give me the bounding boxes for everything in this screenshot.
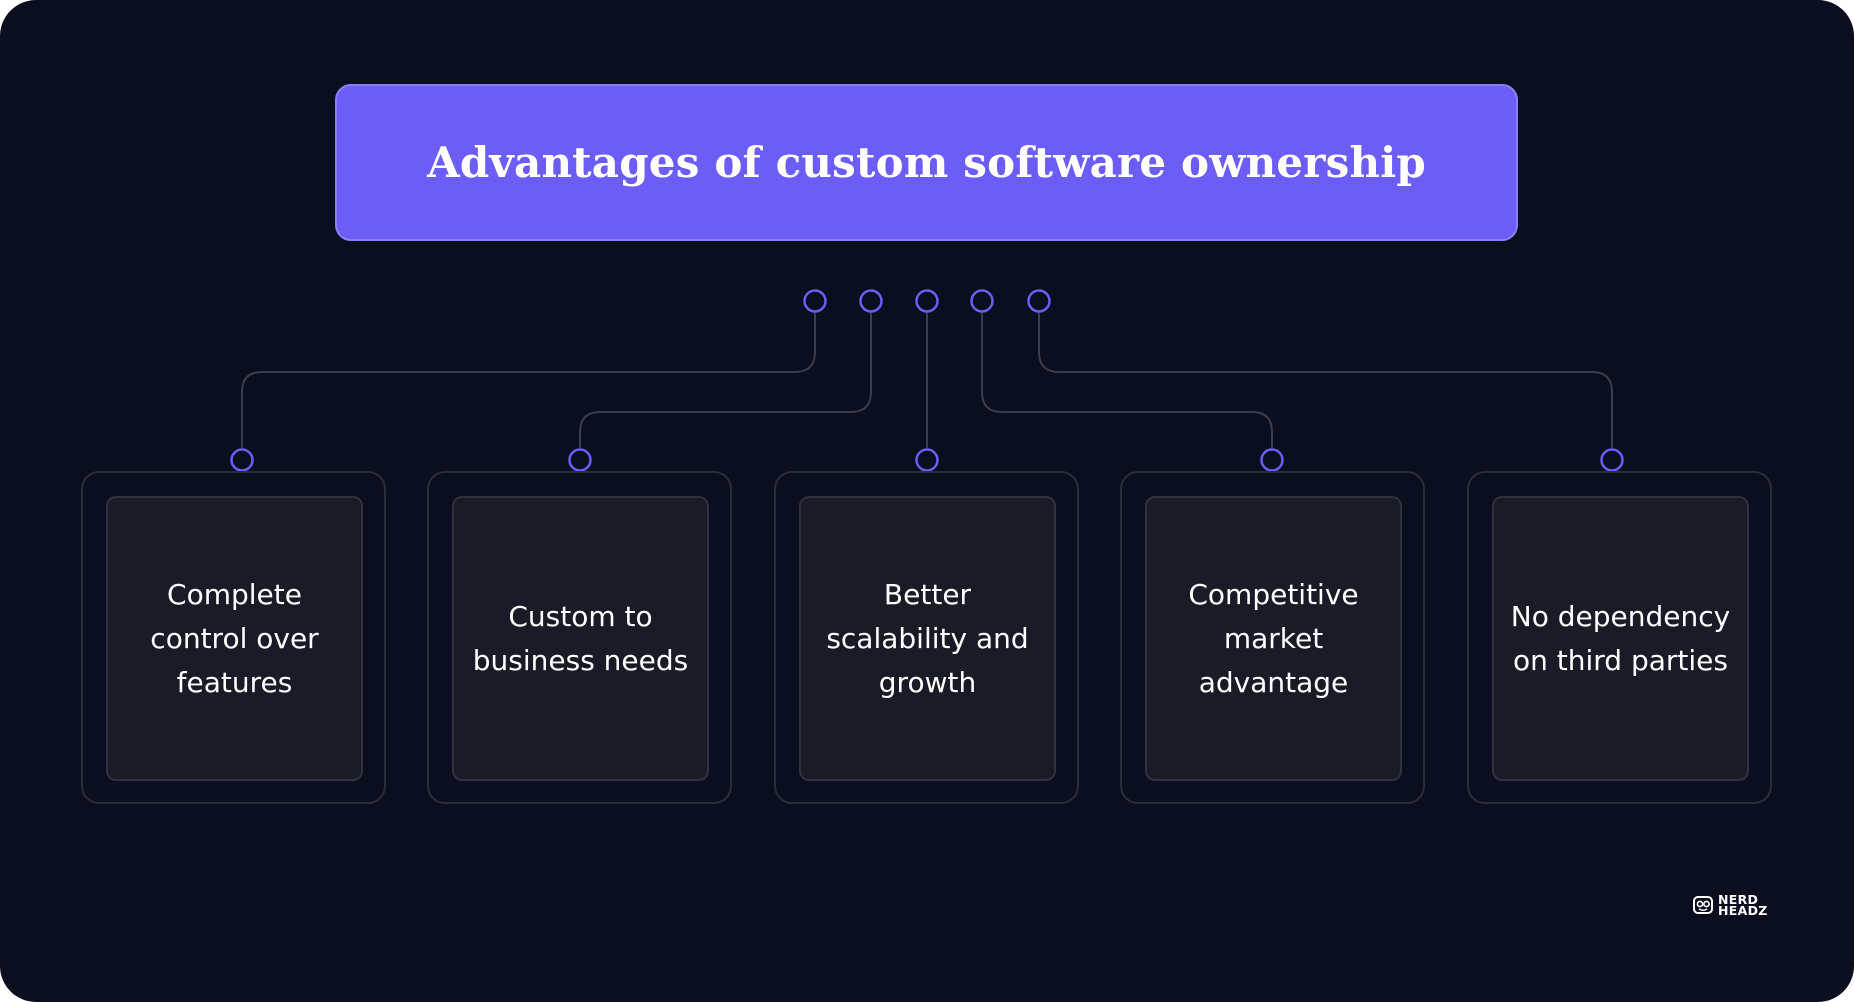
advantage-card-1-label: Complete control over features bbox=[150, 577, 319, 699]
bottom-node-2 bbox=[568, 448, 592, 472]
top-node-3 bbox=[915, 289, 939, 313]
bottom-node-5 bbox=[1600, 448, 1624, 472]
brand-logo: NERD HEADZ bbox=[1692, 892, 1768, 918]
top-node-4 bbox=[970, 289, 994, 313]
connector-2 bbox=[579, 312, 872, 448]
advantage-card-4-body: Competitive market advantage bbox=[1145, 496, 1402, 781]
diagram-title: Advantages of custom software ownership bbox=[427, 138, 1426, 187]
advantage-card-1: Complete control over features bbox=[81, 471, 386, 804]
advantage-card-2-body: Custom to business needs bbox=[452, 496, 709, 781]
advantage-card-5: No dependency on third parties bbox=[1467, 471, 1772, 804]
advantage-card-4-label: Competitive market advantage bbox=[1188, 577, 1359, 699]
advantage-card-1-body: Complete control over features bbox=[106, 496, 363, 781]
advantage-card-2: Custom to business needs bbox=[427, 471, 732, 804]
advantage-card-2-label: Custom to business needs bbox=[472, 599, 689, 677]
advantage-card-5-body: No dependency on third parties bbox=[1492, 496, 1749, 781]
advantage-card-3-body: Better scalability and growth bbox=[799, 496, 1056, 781]
top-node-5 bbox=[1027, 289, 1051, 313]
advantage-card-3-label: Better scalability and growth bbox=[826, 577, 1029, 699]
connector-1 bbox=[241, 312, 816, 448]
brand-wordmark-line2: HEADZ bbox=[1718, 903, 1768, 918]
brand-wordmark: NERD HEADZ bbox=[1718, 892, 1768, 918]
advantage-card-5-label: No dependency on third parties bbox=[1510, 599, 1731, 677]
connector-4 bbox=[981, 312, 1273, 448]
top-node-1 bbox=[803, 289, 827, 313]
title-banner: Advantages of custom software ownership bbox=[335, 84, 1518, 241]
top-node-2 bbox=[859, 289, 883, 313]
advantage-card-4: Competitive market advantage bbox=[1120, 471, 1425, 804]
bottom-node-3 bbox=[915, 448, 939, 472]
bottom-node-1 bbox=[230, 448, 254, 472]
advantage-card-3: Better scalability and growth bbox=[774, 471, 1079, 804]
nerd-face-icon bbox=[1693, 896, 1713, 914]
brand-wordmark-line1: NERD bbox=[1718, 892, 1759, 907]
connector-5 bbox=[1038, 312, 1613, 448]
bottom-node-4 bbox=[1260, 448, 1284, 472]
